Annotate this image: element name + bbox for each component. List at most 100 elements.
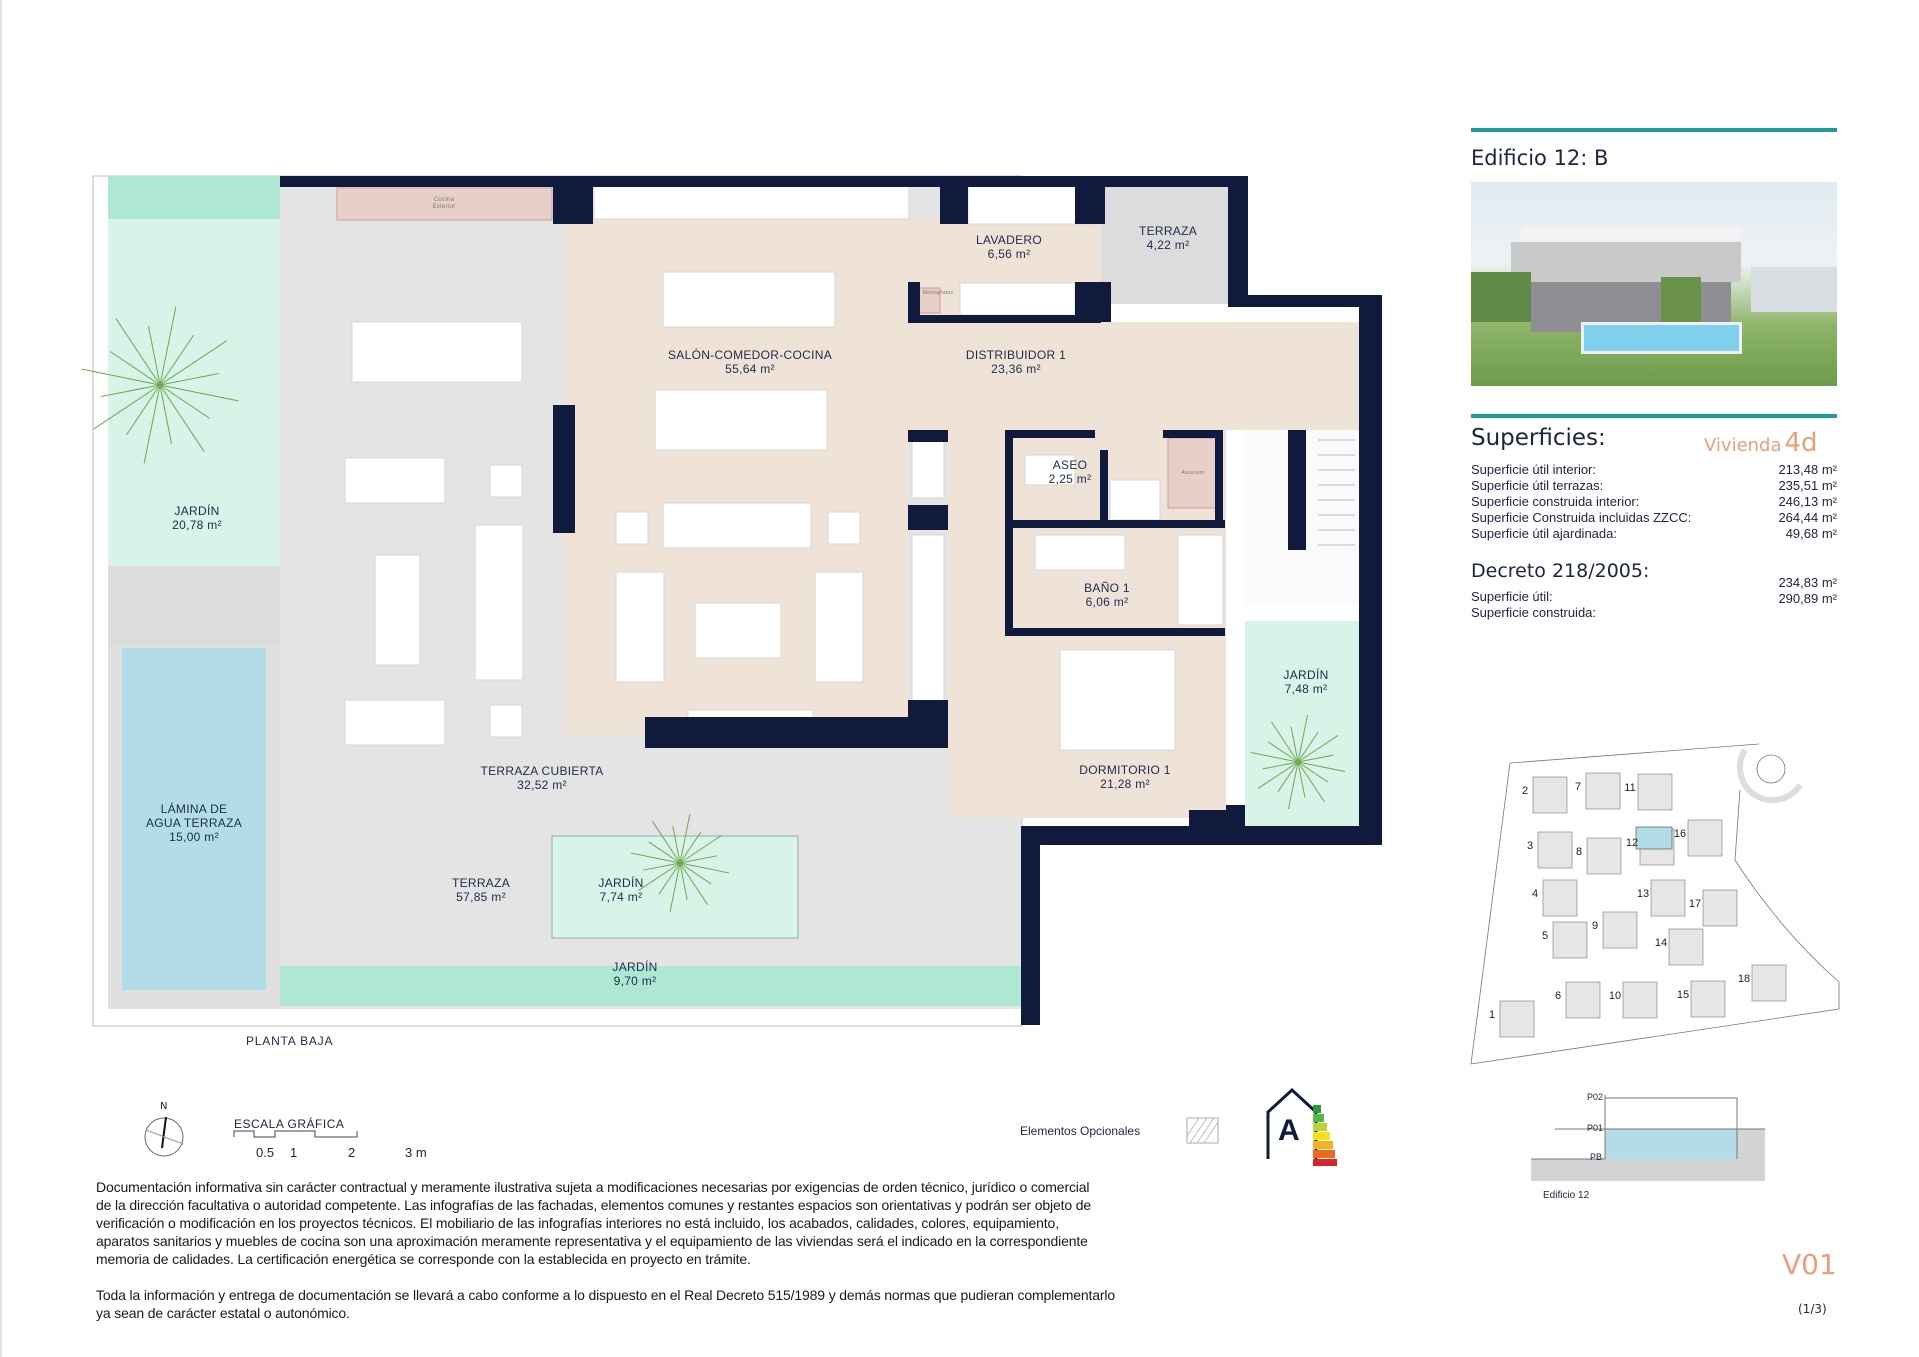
site-building-block [1586, 837, 1622, 875]
plant-leaf [159, 373, 219, 386]
plant-leaf [143, 384, 161, 464]
plant-leaf [81, 368, 161, 386]
version-label: V01 [1782, 1248, 1837, 1281]
site-building-block [1702, 889, 1738, 927]
plant-leaf [658, 862, 681, 895]
plant-leaf [148, 326, 161, 386]
water-feature [122, 648, 266, 990]
site-building-number: 5 [1541, 930, 1549, 942]
surface-row: Superficie útil ajardinada:49,68 m² [1471, 526, 1837, 541]
site-building-number: 12 [1625, 837, 1639, 849]
site-building-number: 17 [1688, 898, 1702, 910]
plant-leaf [1277, 761, 1299, 793]
site-building-number: 4 [1531, 888, 1539, 900]
label-cocina-exterior: Cocina Exterior [432, 197, 456, 210]
plant-leaf [1297, 761, 1346, 773]
plant-leaf [159, 334, 194, 386]
level-p01: P01 [1587, 1123, 1604, 1133]
site-building-block [1537, 831, 1573, 869]
scale-tick: 2 [348, 1145, 356, 1160]
plant-leaf [1267, 741, 1299, 763]
decree-value: 234,83 m² [1778, 575, 1837, 590]
energy-rating-letter: A [1278, 1114, 1300, 1147]
plant-leaf [159, 306, 177, 386]
plant-leaf [109, 351, 161, 386]
plant-leaf [643, 862, 681, 871]
plant-leaf [1297, 754, 1334, 763]
plant-leaf [1297, 714, 1309, 763]
plant-leaf [672, 826, 681, 864]
floor-label: PLANTA BAJA [246, 1034, 334, 1048]
plant-leaf [1271, 721, 1299, 763]
plant-leaf [115, 318, 161, 386]
dwelling-prefix: Vivienda [1704, 435, 1782, 456]
site-building-number: 6 [1554, 990, 1562, 1002]
site-building-block [1565, 981, 1601, 1019]
decree-value: 290,89 m² [1778, 591, 1837, 606]
plant-leaf [1297, 731, 1319, 763]
plant-leaf [679, 862, 712, 885]
plant-leaf [101, 384, 161, 397]
site-building-block [1690, 980, 1726, 1018]
north-label: N [160, 1101, 168, 1112]
plant-leaf [638, 862, 681, 892]
plant-leaf [669, 862, 681, 913]
plant-leaf [1287, 761, 1299, 810]
site-building-number: 15 [1676, 989, 1690, 1001]
plant-leaf [679, 813, 691, 864]
divider [1471, 128, 1837, 132]
decree-label: Superficie construida: [1471, 605, 1597, 620]
site-building-number: 11 [1624, 782, 1636, 794]
site-building-block [1751, 964, 1787, 1002]
floor-plan [81, 175, 1382, 1027]
plant-leaf [1297, 761, 1325, 803]
site-building-number: 2 [1521, 785, 1529, 797]
plant-leaf [679, 831, 702, 864]
level-pb: PB [1590, 1152, 1603, 1162]
plant-leaf [159, 384, 205, 452]
section-caption: Edificio 12 [1543, 1190, 1590, 1201]
plant-leaf [648, 841, 681, 864]
bottom-garden [280, 966, 1021, 1006]
plant-leaf [93, 384, 161, 430]
site-building-block [1532, 776, 1568, 814]
surface-row: Superficie Construida incluidas ZZCC:264… [1471, 510, 1837, 525]
plant-leaf [679, 862, 730, 874]
scale-tick: 1 [290, 1145, 298, 1160]
disclaimer-paragraph: Documentación informativa sin carácter c… [96, 1179, 1092, 1267]
optional-elements-hatch [1186, 1117, 1219, 1144]
site-building-number: 1 [1488, 1009, 1496, 1021]
level-p02: P02 [1587, 1092, 1604, 1102]
site-building-block [1622, 981, 1658, 1019]
label-ascensor: Ascensor [1181, 470, 1205, 476]
plant-leaf [679, 834, 722, 864]
highlighted-unit [1635, 826, 1673, 850]
plant-leaf [679, 862, 688, 900]
scale-title: ESCALA GRÁFICA [234, 1117, 345, 1131]
page-indicator: (1/3) [1798, 1302, 1827, 1316]
scale-bar [233, 1130, 358, 1138]
site-building-number: 14 [1654, 937, 1668, 949]
site-plan [1470, 743, 1840, 1065]
plant-leaf [651, 821, 681, 864]
north-arrow-icon [144, 1116, 184, 1157]
plant-leaf [1297, 761, 1329, 783]
plant-leaf [159, 384, 239, 402]
site-building-number: 18 [1737, 973, 1751, 985]
optional-elements-label: Elementos Opcionales [1020, 1124, 1141, 1138]
building-rendering [1471, 182, 1837, 386]
site-building-number: 8 [1575, 846, 1583, 858]
building-title: Edificio 12: B [1471, 146, 1609, 170]
disclaimer-legal: Toda la información y entrega de documen… [96, 1287, 1115, 1321]
decree-title: Decreto 218/2005: [1471, 560, 1650, 582]
terrace-4-22 [1101, 184, 1228, 304]
